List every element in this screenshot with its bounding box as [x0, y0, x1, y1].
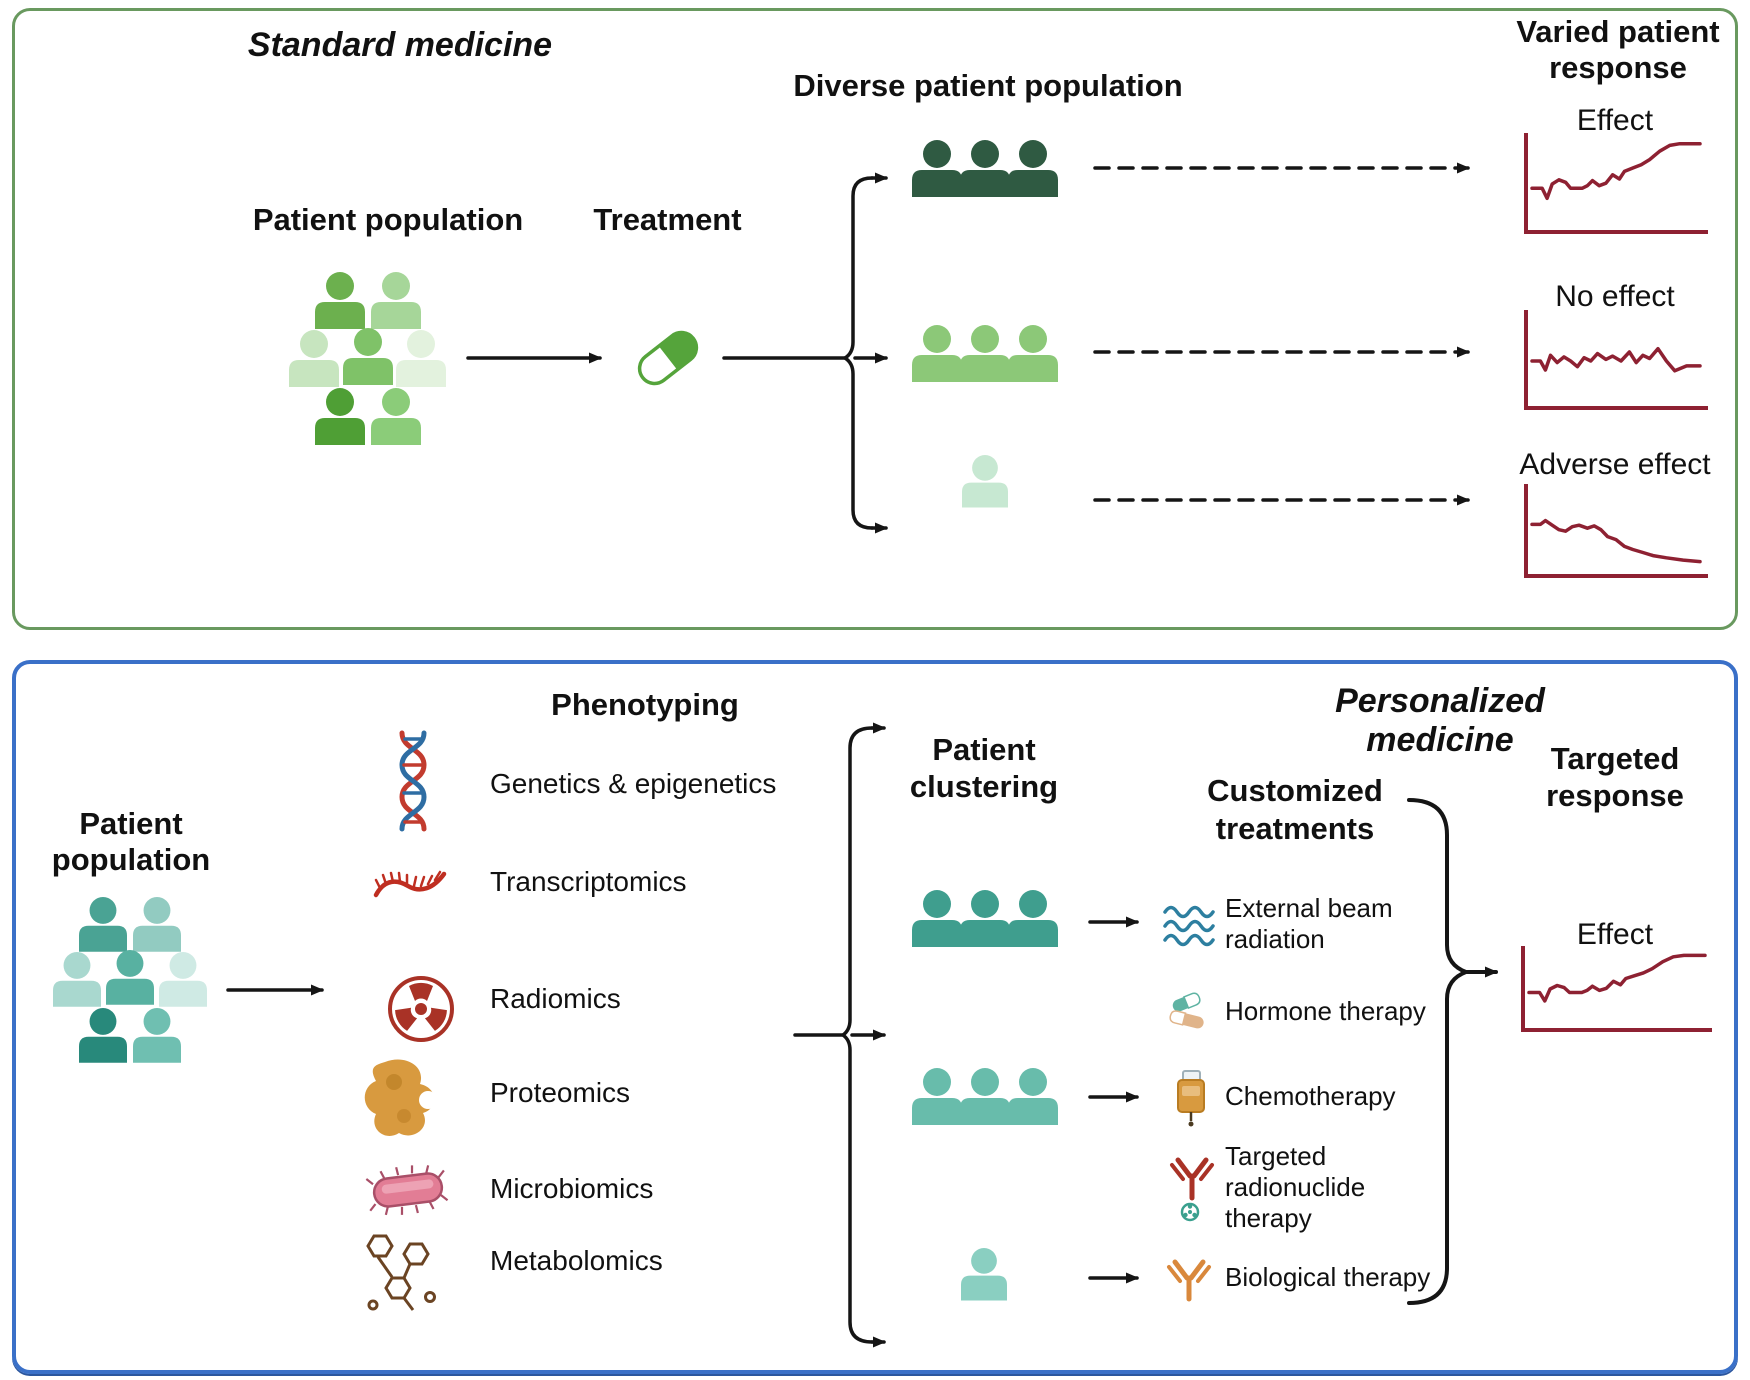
cluster-group-2: [912, 1068, 1058, 1125]
treatment-radionuclide-label: Targeted radionuclide therapy: [1225, 1141, 1366, 1233]
treatments-brace: [1407, 798, 1472, 1305]
targeted-effect-sparkline: [1527, 953, 1707, 1003]
phenotyping-item-microbiomics: Microbiomics: [490, 1173, 654, 1204]
targeted-effect-chart-axes: [1521, 946, 1712, 1032]
adverse-subgroup: [962, 455, 1008, 508]
hormone-pills-icon: [1169, 992, 1204, 1029]
patient-clustering-label: Patient clustering: [909, 732, 1059, 804]
bacteria-icon: [365, 1165, 449, 1216]
no-effect-subgroup: [912, 325, 1058, 382]
targeted-effect-label: Effect: [1576, 918, 1654, 951]
effect-chart-axes: [1524, 133, 1708, 234]
personalized-medicine-title: Personalized medicine: [1335, 682, 1545, 760]
treatment-branch-brace: [841, 176, 874, 530]
treatment-biological-label: Biological therapy: [1225, 1262, 1431, 1292]
phenotyping-item-proteomics: Proteomics: [490, 1077, 631, 1108]
adverse-effect-label: Adverse effect: [1519, 448, 1711, 481]
antibody-icon: [1167, 1259, 1211, 1302]
no-effect-chart-axes: [1524, 310, 1708, 410]
molecule-icon: [366, 1234, 436, 1311]
standard-population-crowd: [289, 272, 446, 445]
personalized-patient-population-label: Patient population: [51, 806, 211, 877]
targeted-response-label: Targeted response: [1546, 741, 1684, 813]
phenotyping-item-radiomics: Radiomics: [490, 983, 621, 1014]
treatment-external-beam-label: External beam radiation: [1225, 893, 1393, 954]
mrna-icon: [373, 870, 447, 898]
customized-treatments-label: Customized treatments: [1207, 773, 1383, 846]
phenotyping-label: Phenotyping: [551, 687, 739, 722]
effect-subgroup: [912, 140, 1058, 197]
clustering-branch-brace: [839, 726, 874, 1344]
treatment-hormone-label: Hormone therapy: [1225, 996, 1426, 1026]
iv-bottle-icon: [1177, 1070, 1205, 1127]
treatment-label: Treatment: [593, 202, 742, 237]
pill-icon: [637, 330, 699, 386]
adverse-chart-axes: [1524, 484, 1708, 578]
protein-icon: [364, 1059, 437, 1136]
phenotyping-item-metabolomics: Metabolomics: [490, 1245, 663, 1276]
radiation-icon: [388, 976, 454, 1042]
treatment-chemotherapy-label: Chemotherapy: [1225, 1081, 1396, 1111]
cluster-group-1: [912, 890, 1058, 947]
phenotyping-item-transcriptomics: Transcriptomics: [490, 866, 687, 897]
dna-icon: [399, 730, 427, 832]
effect-label: Effect: [1576, 104, 1654, 137]
diverse-population-label: Diverse patient population: [793, 68, 1183, 103]
standard-medicine-title: Standard medicine: [247, 26, 553, 64]
antibody-radionuclide-icon: [1170, 1157, 1214, 1222]
cluster-single-person: [961, 1248, 1007, 1301]
adverse-sparkline: [1530, 518, 1702, 564]
radiation-waves-icon: [1163, 905, 1215, 947]
no-effect-sparkline: [1530, 346, 1702, 373]
no-effect-label: No effect: [1555, 280, 1675, 313]
standard-patient-population-label: Patient population: [252, 202, 524, 237]
personalized-population-crowd: [53, 897, 207, 1063]
effect-sparkline: [1530, 141, 1702, 201]
varied-response-label: Varied patient response: [1516, 14, 1720, 85]
standard-medicine-panel: [12, 8, 1738, 630]
phenotyping-item-genetics: Genetics & epigenetics: [490, 768, 777, 799]
personalized-medicine-panel: [12, 660, 1738, 1374]
